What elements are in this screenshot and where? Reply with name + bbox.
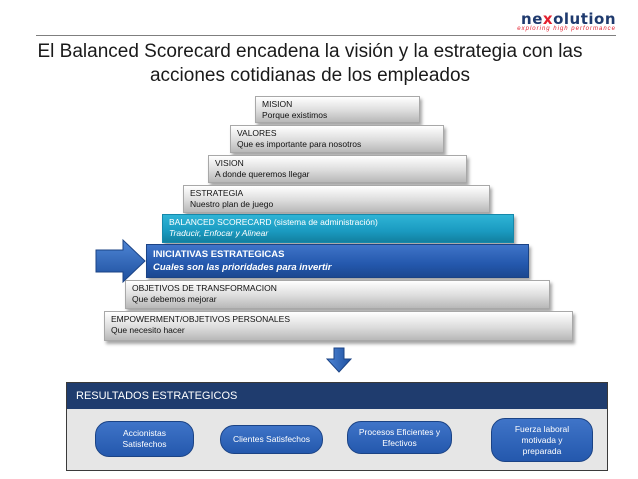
step-subtitle: Nuestro plan de juego	[190, 198, 274, 209]
step-heading: OBJETIVOS DE TRANSFORMACION	[132, 283, 277, 293]
step-heading: BALANCED SCORECARD (sistema de administr…	[169, 217, 378, 227]
down-arrow-icon	[326, 347, 352, 373]
result-accionistas: Accionistas Satisfechos	[95, 421, 194, 457]
logo-tagline: exploring high performance	[517, 26, 616, 32]
page-title: El Balanced Scorecard encadena la visión…	[37, 41, 583, 86]
pyramid-step-objetivos: OBJETIVOS DE TRANSFORMACION Que debemos …	[125, 280, 550, 309]
pyramid-step-valores: VALORES Que es importante para nosotros	[230, 125, 444, 153]
right-arrow-icon	[95, 238, 146, 284]
step-subtitle: Porque existimos	[262, 109, 328, 120]
pyramid-step-iniciativas: INICIATIVAS ESTRATEGICAS Cuales son las …	[146, 244, 529, 278]
pyramid-step-balanced-scorecard: BALANCED SCORECARD (sistema de administr…	[162, 214, 514, 243]
result-procesos: Procesos Eficientes y Efectivos	[347, 421, 452, 454]
header-divider	[36, 35, 616, 36]
step-subtitle: Que debemos mejorar	[132, 293, 217, 304]
result-clientes: Clientes Satisfechos	[220, 425, 323, 454]
step-subtitle: Traducir, Enfocar y Alinear	[169, 227, 269, 238]
nexolution-logo: nexolution exploring high performance	[517, 10, 616, 32]
step-subtitle: A donde queremos llegar	[215, 168, 310, 179]
logo-part-x: x	[542, 10, 554, 28]
pyramid-step-empowerment: EMPOWERMENT/OBJETIVOS PERSONALES Que nec…	[104, 311, 573, 341]
logo-part-1: ne	[521, 10, 543, 28]
pyramid-step-estrategia: ESTRATEGIA Nuestro plan de juego	[183, 185, 490, 213]
step-heading: MISION	[262, 99, 293, 109]
results-panel: RESULTADOS ESTRATEGICOS Accionistas Sati…	[66, 382, 608, 471]
step-heading: VISION	[215, 158, 244, 168]
step-heading: VALORES	[237, 128, 277, 138]
logo-part-2: olution	[553, 10, 616, 28]
step-heading: EMPOWERMENT/OBJETIVOS PERSONALES	[111, 314, 291, 324]
logo-wordmark: nexolution	[517, 10, 616, 28]
result-fuerza-laboral: Fuerza laboral motivada y preparada	[491, 418, 593, 462]
pyramid-step-vision: VISION A donde queremos llegar	[208, 155, 467, 183]
results-header: RESULTADOS ESTRATEGICOS	[67, 383, 607, 409]
step-subtitle: Que necesito hacer	[111, 324, 185, 335]
step-subtitle: Cuales son las prioridades para invertir	[153, 262, 332, 273]
step-heading: ESTRATEGIA	[190, 188, 244, 198]
step-heading: INICIATIVAS ESTRATEGICAS	[153, 249, 285, 260]
step-subtitle: Que es importante para nosotros	[237, 138, 362, 149]
pyramid-step-mision: MISION Porque existimos	[255, 96, 420, 123]
